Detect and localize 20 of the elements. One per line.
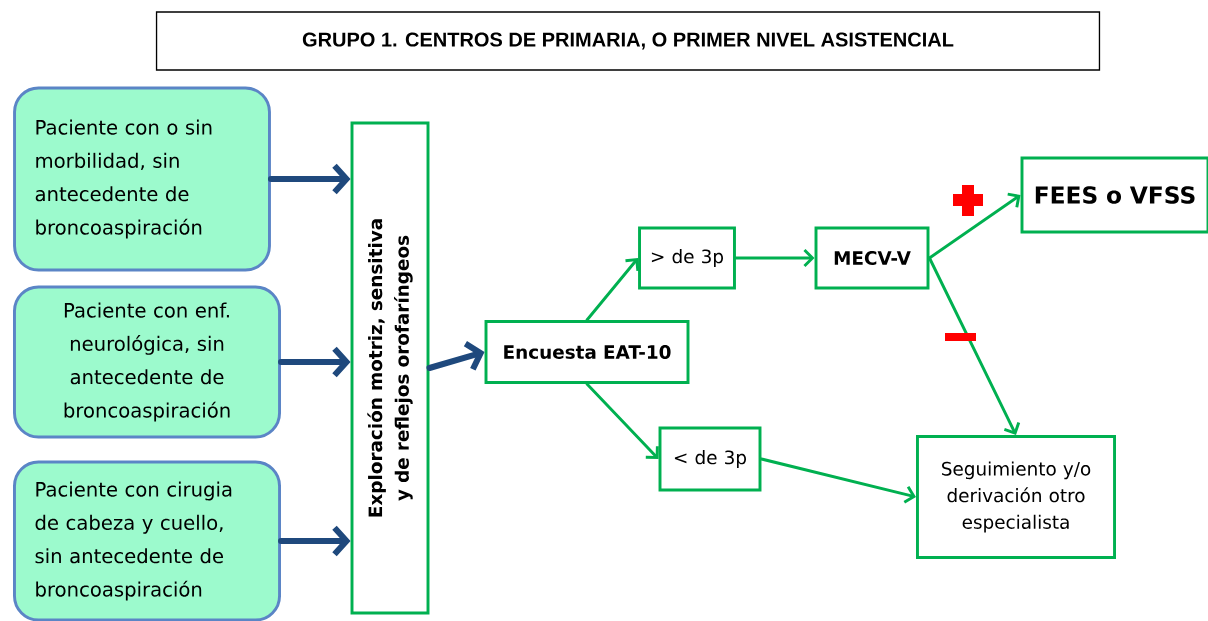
- arrow: [585, 382, 659, 459]
- arrow: [278, 525, 351, 557]
- arrow: [278, 346, 351, 378]
- process-box: < de 3p: [658, 426, 762, 492]
- process-box: Seguimiento y/o derivación otro especialista: [916, 435, 1116, 559]
- process-box: Encuesta EAT-10: [484, 320, 690, 384]
- arrow: [585, 258, 640, 322]
- arrow: [928, 256, 1021, 435]
- process-box: MECV-V: [814, 226, 930, 290]
- arrow: [267, 163, 351, 195]
- arrow: [760, 457, 916, 504]
- patient-box: Paciente con o sin morbilidad, sin antecedente de broncoaspiración: [13, 86, 271, 272]
- process-box: Exploración motriz, sensitiva y de reflejos orofaríngeos: [350, 121, 430, 615]
- patient-box: Paciente con cirugia de cabeza y cuello, sin antecedente de broncoaspiración: [13, 460, 281, 621]
- process-box: FEES o VFSS: [1020, 156, 1208, 234]
- process-box: > de 3p: [638, 226, 736, 290]
- title-box: GRUPO 1. CENTROS DE PRIMARIA, O PRIMER NIVEL ASISTENCIAL: [155, 11, 1101, 71]
- arrow: [734, 248, 815, 268]
- arrow: [928, 192, 1021, 260]
- patient-box: Paciente con enf. neurológica, sin antecedente de broncoaspiración: [13, 285, 281, 439]
